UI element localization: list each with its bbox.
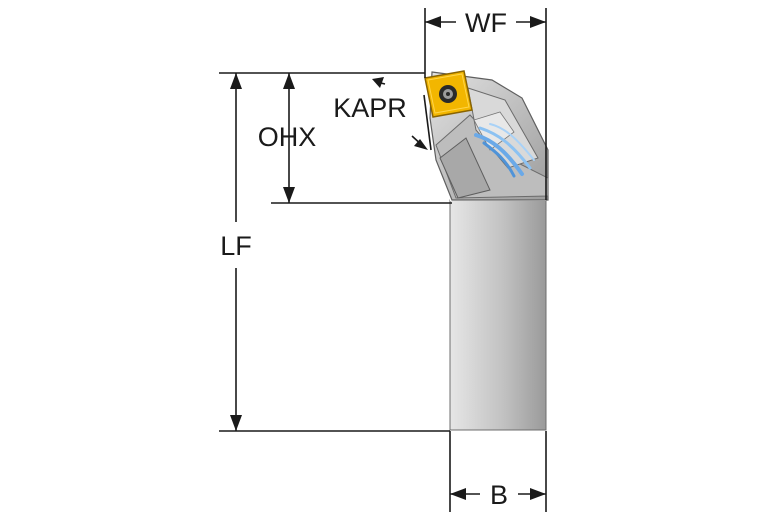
b-label: B xyxy=(490,480,508,510)
wf-label: WF xyxy=(465,8,507,38)
lf-label: LF xyxy=(220,231,252,261)
insert-screw-icon xyxy=(439,85,457,103)
b-dimension xyxy=(450,488,546,500)
kapr-angle-indicator xyxy=(372,77,432,151)
coolant-channel-icon xyxy=(474,123,535,178)
kapr-label: KAPR xyxy=(333,93,407,123)
extension-lines xyxy=(219,8,547,512)
ohx-dimension xyxy=(283,73,295,203)
wf-dimension xyxy=(425,16,546,28)
ohx-label: OHX xyxy=(258,122,317,152)
lf-dimension xyxy=(230,73,242,431)
tool-shank xyxy=(449,199,547,431)
